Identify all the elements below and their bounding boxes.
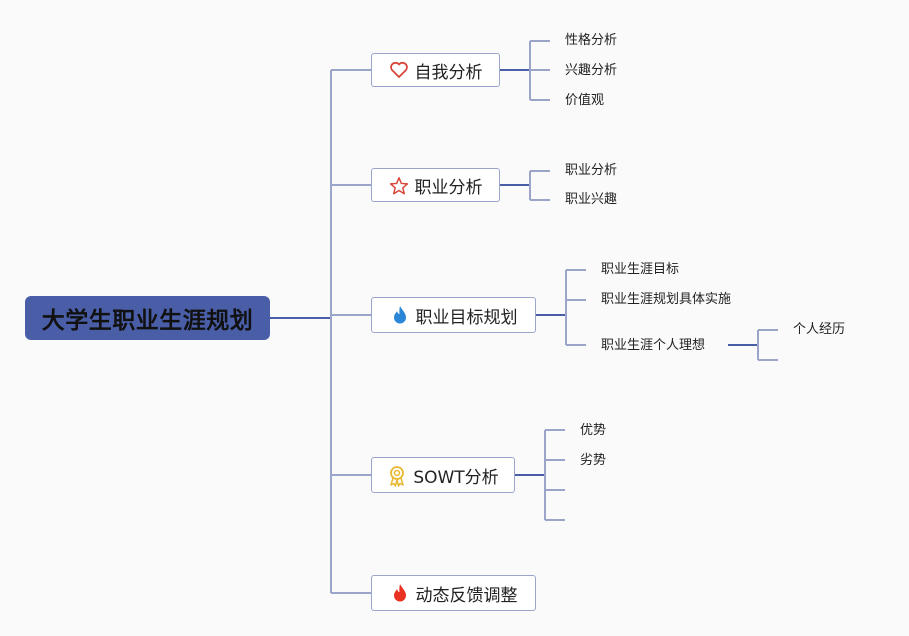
topic-career-analysis[interactable]: 职业分析 bbox=[371, 168, 500, 202]
topic-label: 自我分析 bbox=[414, 62, 483, 83]
topic-label: 职业分析 bbox=[414, 177, 483, 198]
medal-icon bbox=[387, 465, 407, 487]
topic-dynamic-feedback[interactable]: 动态反馈调整 bbox=[371, 575, 536, 611]
root-topic-label: 大学生职业生涯规划 bbox=[41, 308, 254, 334]
subtopic-strengths[interactable]: 优势 bbox=[580, 423, 607, 438]
topic-self-analysis[interactable]: 自我分析 bbox=[371, 53, 500, 87]
subtopic-career-goal[interactable]: 职业生涯目标 bbox=[601, 262, 680, 277]
subtopic-interest[interactable]: 兴趣分析 bbox=[565, 63, 618, 78]
subtopic-personality[interactable]: 性格分析 bbox=[565, 33, 618, 48]
subtopic-career-interest[interactable]: 职业兴趣 bbox=[565, 192, 618, 207]
topic-label: SOWT分析 bbox=[413, 467, 499, 488]
topic-label: 职业目标规划 bbox=[415, 307, 518, 328]
subtopic-weaknesses[interactable]: 劣势 bbox=[580, 453, 607, 468]
subtopic-career-analysis[interactable]: 职业分析 bbox=[565, 163, 618, 178]
subtopic-personal-ideal[interactable]: 职业生涯个人理想 bbox=[601, 338, 706, 353]
root-topic[interactable]: 大学生职业生涯规划 bbox=[25, 296, 270, 340]
subtopic-personal-experience[interactable]: 个人经历 bbox=[793, 322, 846, 337]
topic-label: 动态反馈调整 bbox=[415, 585, 518, 606]
subtopic-plan-implementation[interactable]: 职业生涯规划具体实施 bbox=[601, 292, 732, 307]
star-icon bbox=[389, 175, 409, 195]
subtopic-values[interactable]: 价值观 bbox=[565, 93, 605, 108]
topic-career-goal-planning[interactable]: 职业目标规划 bbox=[371, 297, 536, 333]
flame-blue-icon bbox=[390, 305, 410, 325]
flame-red-icon bbox=[390, 583, 410, 603]
topic-sowt-analysis[interactable]: SOWT分析 bbox=[371, 457, 515, 493]
heart-icon bbox=[389, 60, 409, 80]
